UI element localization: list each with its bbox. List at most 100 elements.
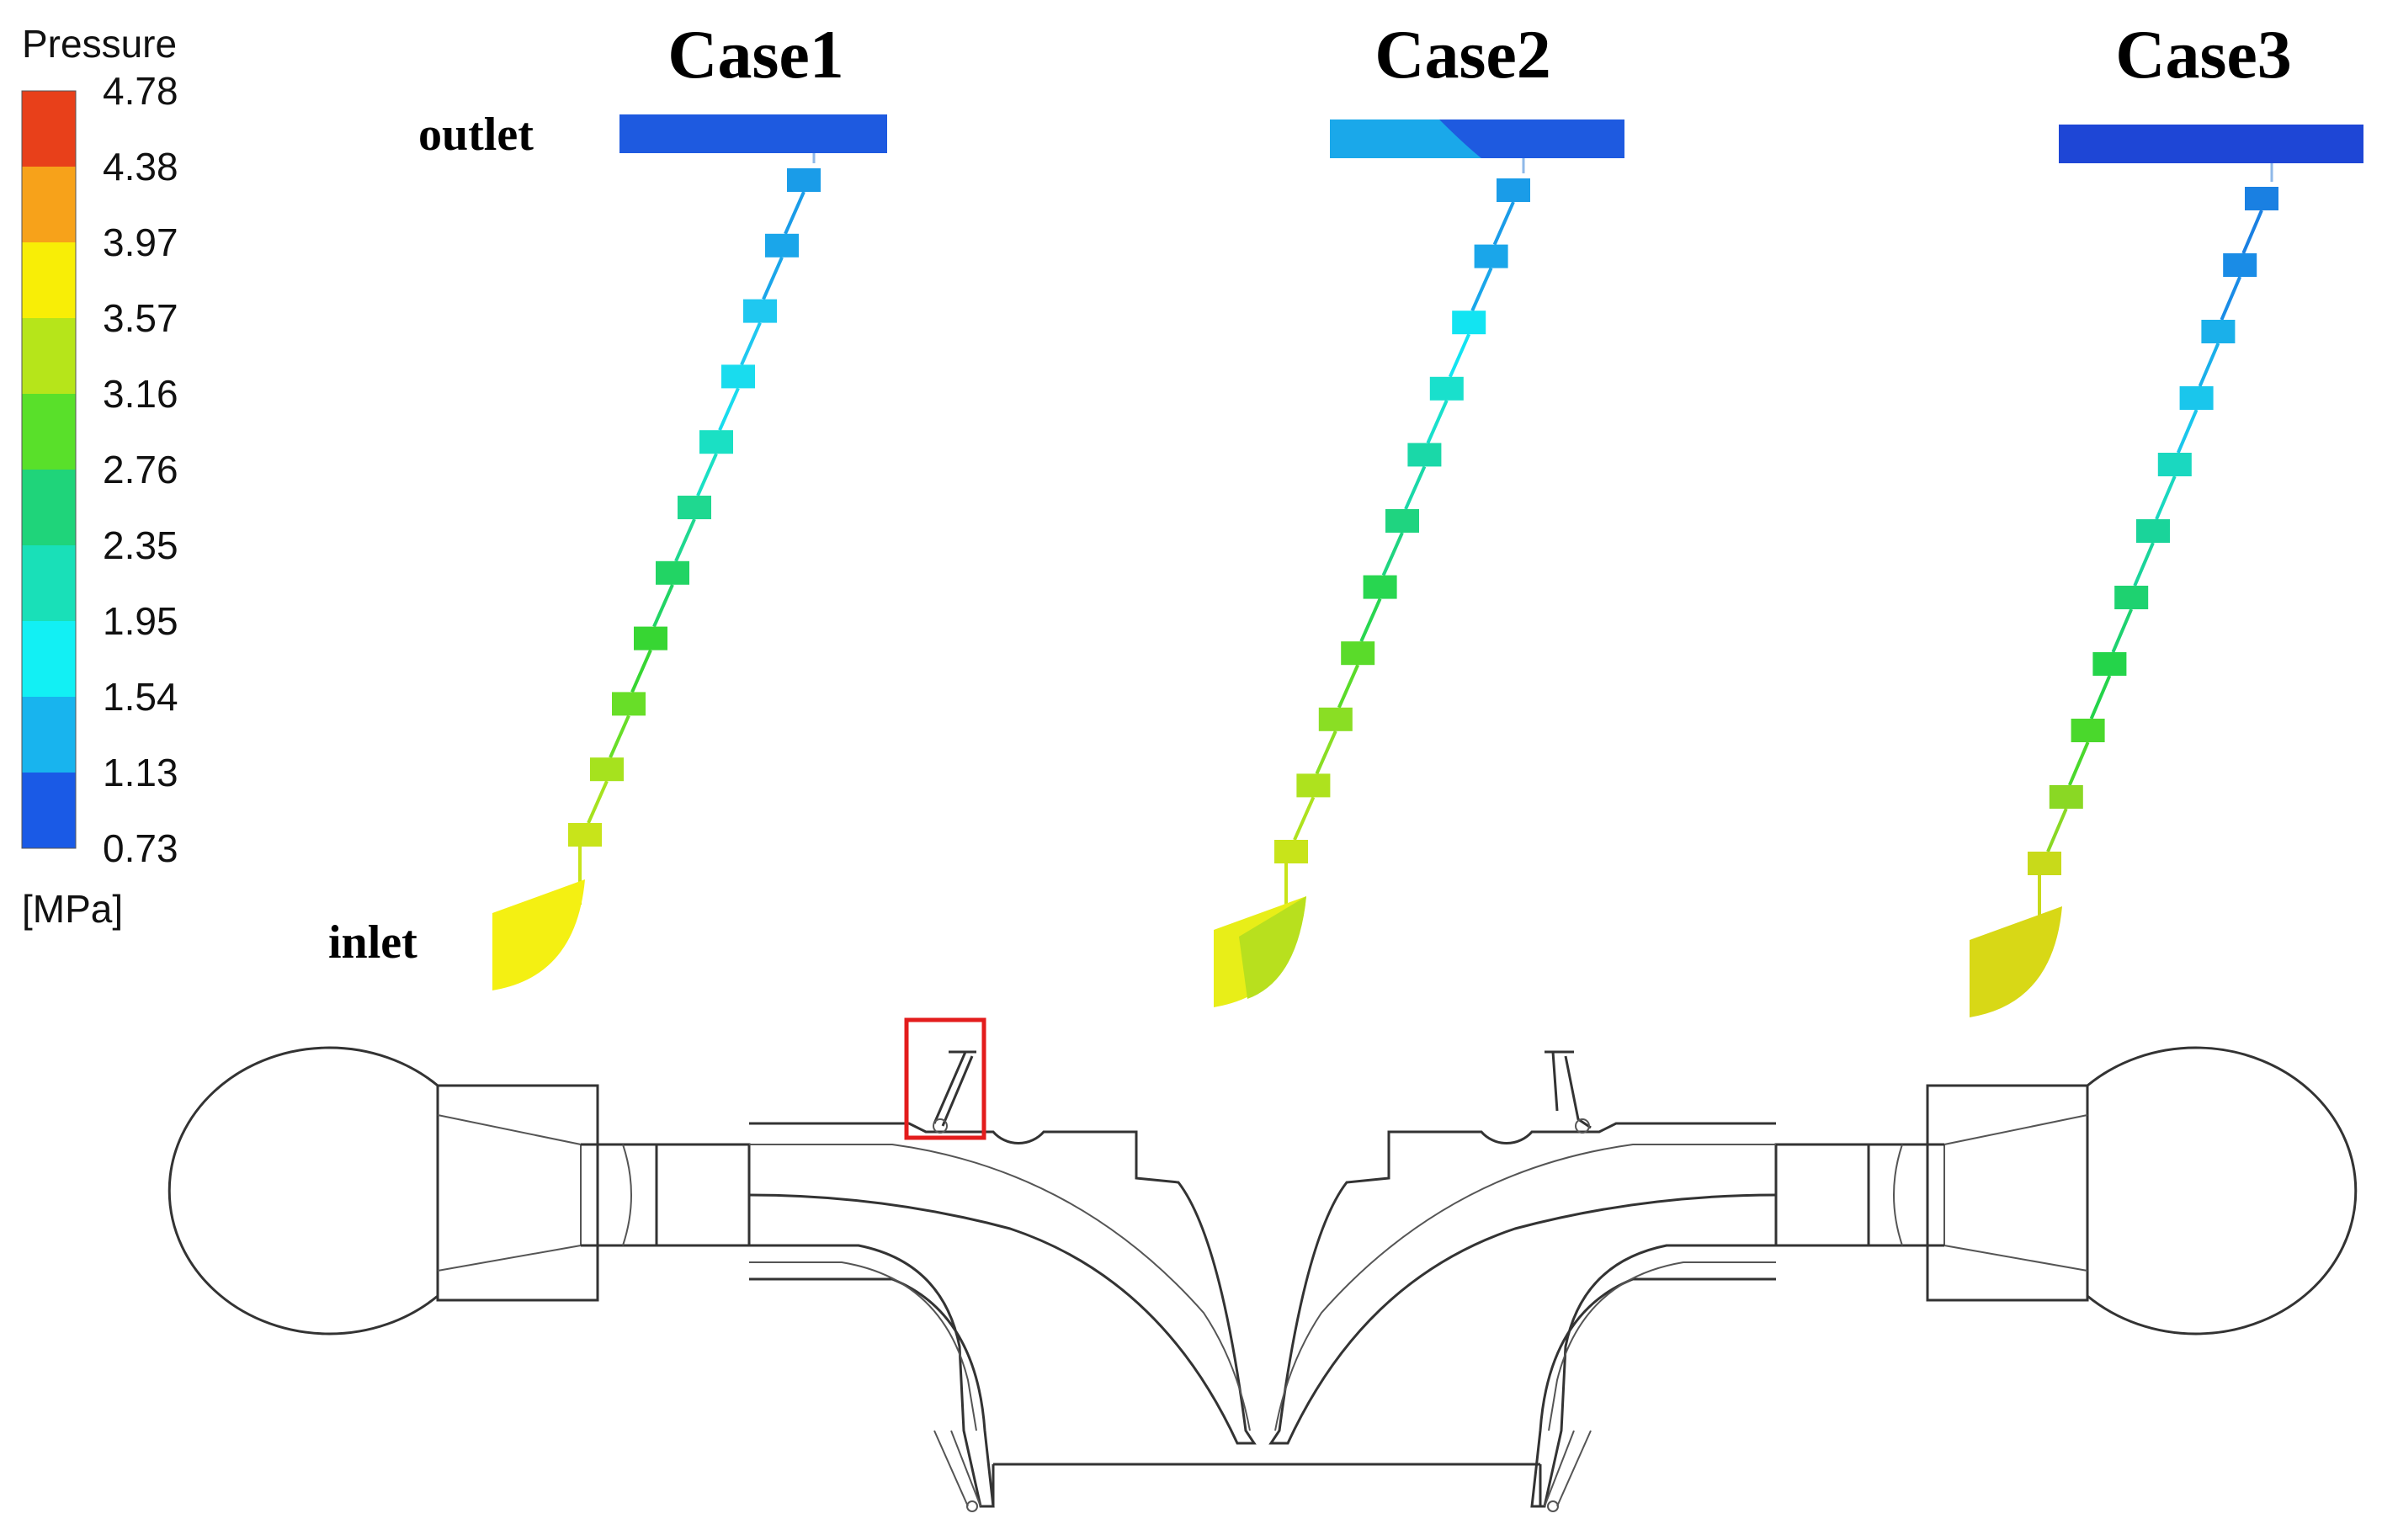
turbine-cross-section-drawing [167, 1017, 2358, 1512]
seal-chamber-4 [721, 364, 755, 389]
seal-channel [1404, 465, 1427, 510]
left-leg [933, 1430, 981, 1507]
seal-chamber-5 [1407, 443, 1442, 467]
seal-channel [762, 256, 784, 300]
left-seal-inlet-circle [933, 1118, 948, 1134]
seal-chamber-6 [1385, 509, 1419, 533]
seal-channel [2067, 741, 2090, 786]
case3-pressure-contour [1970, 125, 2363, 1017]
seal-chamber-11 [568, 823, 602, 847]
right-diffuser-block [1926, 1084, 2089, 1302]
inlet-region [1970, 906, 2062, 1017]
case1-title: Case1 [667, 16, 844, 93]
seal-channel [718, 387, 740, 432]
seal-channel [784, 191, 806, 235]
right-seal-inlet-circle [1575, 1118, 1590, 1134]
outlet-header-highlight [1330, 119, 1481, 158]
legend-band-7 [22, 545, 76, 621]
right-volute-outline [2086, 1046, 2358, 1336]
case3-title: Case3 [2115, 16, 2292, 93]
right-blade-inner [1548, 1261, 1776, 1431]
seal-channel [674, 518, 696, 562]
legend-tick-label: 2.76 [103, 448, 178, 491]
case1-pressure-contour [492, 114, 887, 990]
left-volute-outline [167, 1046, 439, 1336]
seal-chamber-8 [634, 626, 667, 651]
seal-chamber-1 [787, 168, 821, 192]
left-shroud-line [749, 1144, 1251, 1431]
seal-chamber-3 [743, 299, 777, 323]
seal-channel [1492, 201, 1515, 246]
left-nozzle-curve [622, 1144, 632, 1246]
bottom-shaft [992, 1463, 1542, 1506]
seal-channel [609, 714, 630, 759]
left-seal-channel [933, 1050, 976, 1127]
seal-channel [2046, 808, 2068, 852]
seal-chamber-2 [1474, 244, 1508, 268]
seal-chamber-11 [1274, 840, 1308, 863]
seal-chamber-8 [1341, 641, 1375, 666]
seal-chamber-7 [1363, 575, 1397, 599]
seal-chamber-5 [2157, 453, 2192, 476]
seal-channel [1359, 597, 1382, 643]
right-nozzle-curve [1893, 1144, 1903, 1246]
seal-chamber-9 [2071, 719, 2105, 742]
case2-pressure-contour [1214, 119, 1624, 1007]
legend-tick-label: 1.95 [103, 599, 178, 643]
seal-chamber-9 [1318, 707, 1353, 731]
seal-chamber-8 [2092, 652, 2127, 676]
seal-chamber-4 [1429, 376, 1464, 401]
legend-tick-label: 1.13 [103, 751, 178, 794]
right-diffuser-cone [1943, 1114, 2088, 1272]
right-shroud-line [1274, 1144, 1776, 1431]
legend-tick-label: 3.97 [103, 220, 178, 264]
seal-channel [2198, 343, 2220, 387]
legend-tick-label: 3.16 [103, 372, 178, 416]
seal-channel [1293, 796, 1316, 841]
inlet-region [492, 879, 585, 990]
outlet-header [2059, 125, 2363, 163]
seal-channel [1315, 730, 1337, 775]
outlet-header [619, 114, 887, 153]
seal-chamber-10 [1296, 773, 1331, 798]
seal-channel [2220, 276, 2242, 321]
seal-channel [2176, 409, 2199, 454]
right-nozzle-2 [1774, 1143, 1869, 1247]
left-blade-inner [749, 1261, 977, 1431]
case2-title: Case2 [1374, 16, 1551, 93]
seal-highlight-box [904, 1017, 986, 1140]
seal-channel [2155, 475, 2177, 520]
seal-chamber-3 [1452, 311, 1486, 335]
left-nozzle [581, 1143, 658, 1247]
legend-tick-label: 4.38 [103, 145, 178, 189]
legend-band-9 [22, 697, 76, 773]
right-blade-lower [1530, 1244, 1776, 1508]
legend-ticks: 4.784.383.973.573.162.762.351.951.541.13… [103, 69, 178, 870]
legend-band-2 [22, 167, 76, 242]
legend-band-8 [22, 621, 76, 697]
seal-channel [1448, 333, 1471, 378]
seal-channel [2241, 210, 2263, 254]
seal-channel [1426, 399, 1449, 444]
legend-tick-label: 4.78 [103, 69, 178, 113]
legend-tick-label: 3.57 [103, 296, 178, 340]
legend-color-bar [21, 90, 77, 849]
seal-channel [630, 649, 652, 693]
seal-channel [1381, 532, 1404, 576]
seal-channel [740, 321, 762, 366]
legend-band-4 [22, 318, 76, 394]
left-diffuser-block [436, 1084, 599, 1302]
seal-chamber-7 [2114, 586, 2149, 609]
seal-channel [1337, 664, 1360, 709]
seal-chamber-2 [2223, 253, 2257, 277]
pressure-legend: Pressure 4.784.383.973.573.162.762.351.9… [21, 22, 178, 931]
legend-band-1 [22, 91, 76, 167]
seal-chamber-10 [590, 757, 624, 782]
right-nozzle [1867, 1143, 1944, 1247]
seal-channel [1470, 267, 1493, 312]
seal-channel [2089, 675, 2112, 720]
seal-chamber-4 [2179, 386, 2214, 410]
legend-band-3 [22, 242, 76, 318]
seal-chamber-1 [1497, 178, 1530, 202]
